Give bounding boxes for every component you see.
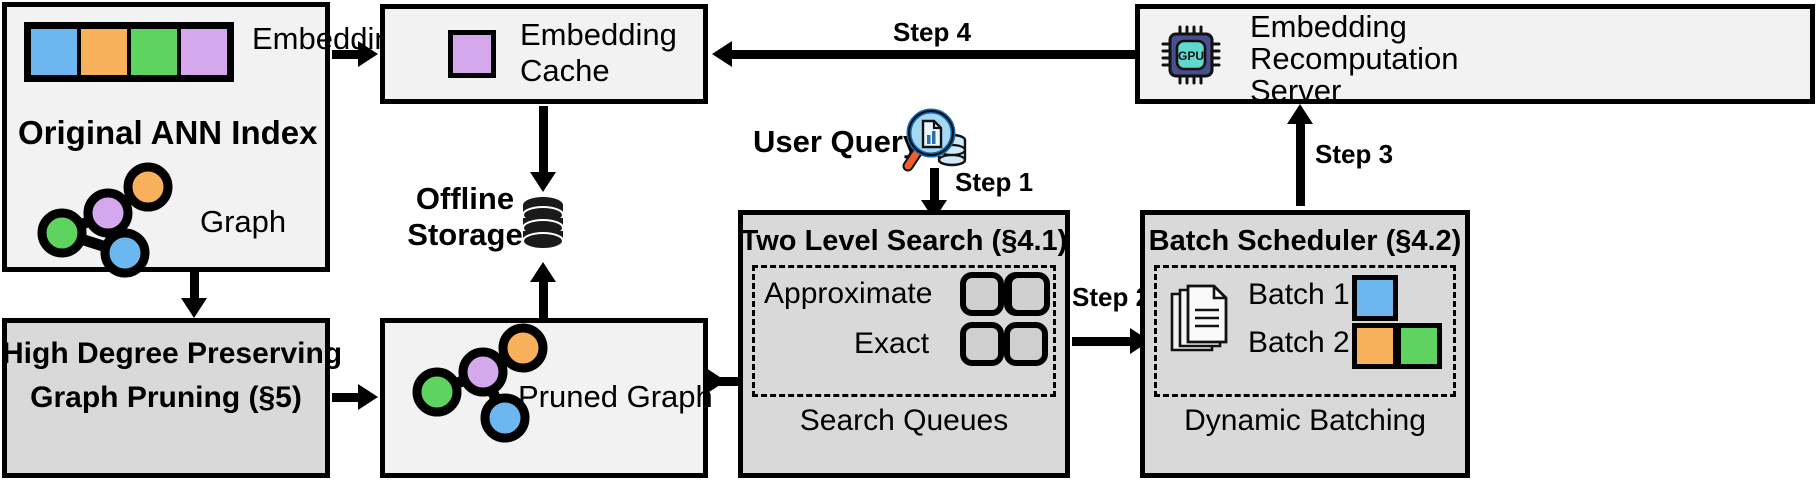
recomputation-server-line2: Recomputation [1250,41,1459,76]
graph-node-green [37,208,87,258]
recomputation-server-box [1135,4,1815,104]
arrow-index-to-pruning-shaft [190,272,199,302]
step3-label: Step 3 [1315,139,1394,169]
arrow-index-to-pruning-head [181,298,207,318]
pruned-graph-figure [405,323,565,445]
arrow-step1-shaft [930,168,939,208]
exact-slot-1[interactable] [1004,322,1048,366]
embedding-chip-1 [79,27,129,77]
graph-node-blue [100,228,150,278]
arrow-pruned-to-search-head [706,368,726,394]
approximate-slot-2[interactable] [1006,272,1050,316]
embedding-chip-2 [129,27,179,77]
batch-scheduler-title: Batch Scheduler (§4.2) [1148,225,1462,257]
arrow-cache-to-storage-shaft [539,106,548,176]
embedding-cache-line1: Embedding [520,17,677,52]
graph-node-orange [123,162,173,212]
approximate-row-label: Approximate [764,277,933,310]
arrow-step4-head [712,41,732,67]
graph-pruning-box [2,318,330,478]
embedding-chip-strip [24,22,234,82]
arrow-step3-head [1287,104,1313,124]
graph-pruning-line2: Graph Pruning (§5) [30,381,302,414]
search-queues-region [752,265,1056,397]
graph-node-green [412,367,462,417]
batch-1-label: Batch 1 [1248,278,1350,311]
arrow-pruned-to-storage-shaft [539,278,548,320]
offline-storage-line2: Storage [407,217,523,252]
arrow-step2-shaft [1072,337,1150,346]
graph-node-purple [458,347,508,397]
batch-2-label: Batch 2 [1248,326,1350,359]
arrow-pruned-to-search-shaft [710,377,742,386]
recomputation-server-line3: Server [1250,73,1342,108]
arrow-cache-to-storage-head [530,172,556,192]
original-graph-figure [30,162,190,278]
batch-1-chip-0 [1352,275,1398,321]
search-queues-footer: Search Queues [799,404,1009,437]
arrow-step4-shaft [730,50,1140,59]
step4-label: Step 4 [893,17,972,47]
magnifier-document-database-icon [898,104,972,178]
embedding-chip-0 [29,27,79,77]
recomputation-server-line1: Embedding [1250,9,1407,44]
exact-slot-0[interactable] [960,322,1004,366]
original-ann-index-title: Original ANN Index [18,114,318,151]
step2-label: Step 2 [1072,282,1151,312]
offline-storage-line1: Offline [415,181,515,216]
batch-2-chip-1 [1396,323,1442,369]
dynamic-batching-region [1154,265,1456,397]
step1-label: Step 1 [955,167,1034,197]
gpu-chip-icon: GPU [1161,25,1222,85]
database-icon [520,196,566,254]
embedding-chip-3 [179,27,229,77]
graph-node-orange [498,323,548,373]
pruned-graph-label: Pruned Graph [518,379,713,414]
embedding-cache-line2: Cache [520,53,610,88]
embedding-cache-box [380,4,708,104]
documents-stack-icon [1168,284,1230,358]
embedding-cache-chip [448,30,496,78]
graph-pruning-line1: High Degree Preserving [2,337,343,370]
arrow-step3-shaft [1296,120,1305,206]
batch-2-chip-0 [1352,323,1398,369]
arrow-pruned-to-storage-head [530,262,556,282]
two-level-search-title: Two Level Search (§4.1) [740,225,1068,257]
graph-label: Graph [200,204,287,239]
exact-row-label: Exact [854,327,930,360]
arrow-pruning-to-pruned-head [358,384,378,410]
arrow-index-to-cache-head [358,41,378,67]
arrow-index-to-cache-shaft [332,50,364,59]
user-query-label: User Query [753,124,921,159]
graph-node-blue [480,393,530,443]
approximate-slot-0[interactable] [960,272,1004,316]
arrow-pruning-to-pruned-shaft [332,393,364,402]
dynamic-batching-footer: Dynamic Batching [1184,404,1426,437]
graph-node-purple [83,188,133,238]
gpu-icon-text: GPU [1178,49,1204,63]
